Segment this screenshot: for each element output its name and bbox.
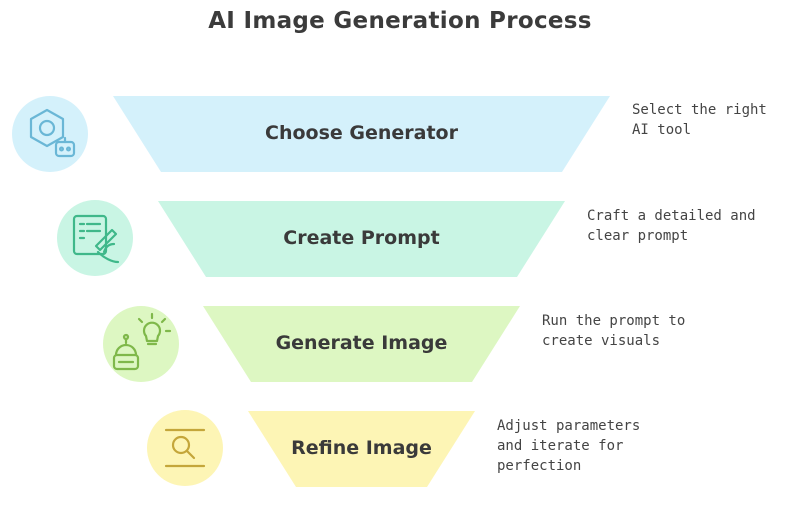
- step-label-choose-generator: Choose Generator: [265, 122, 458, 144]
- funnel-segment-generate-image: [203, 306, 520, 382]
- funnel-segment-create-prompt: [158, 201, 565, 277]
- magnifier-icon: [147, 410, 223, 486]
- robot-lightbulb-icon: [103, 306, 179, 382]
- step-label-refine-image: Refine Image: [291, 437, 432, 459]
- funnel-segment-refine-image: [248, 411, 475, 487]
- step-label-generate-image: Generate Image: [275, 332, 448, 354]
- writing-hand-icon: [57, 200, 133, 276]
- step-description-choose-generator: Select the right AI tool: [632, 102, 767, 138]
- step-description-generate-image: Run the prompt to create visuals: [542, 313, 686, 349]
- funnel-segment-choose-generator: [113, 96, 610, 172]
- diagram-title: AI Image Generation Process: [208, 8, 592, 34]
- robot-hexagon-icon: [12, 96, 88, 172]
- step-description-create-prompt: Craft a detailed and clear prompt: [587, 208, 756, 244]
- step-label-create-prompt: Create Prompt: [283, 227, 440, 249]
- step-description-refine-image: Adjust parameters and iterate for perfec…: [497, 418, 641, 474]
